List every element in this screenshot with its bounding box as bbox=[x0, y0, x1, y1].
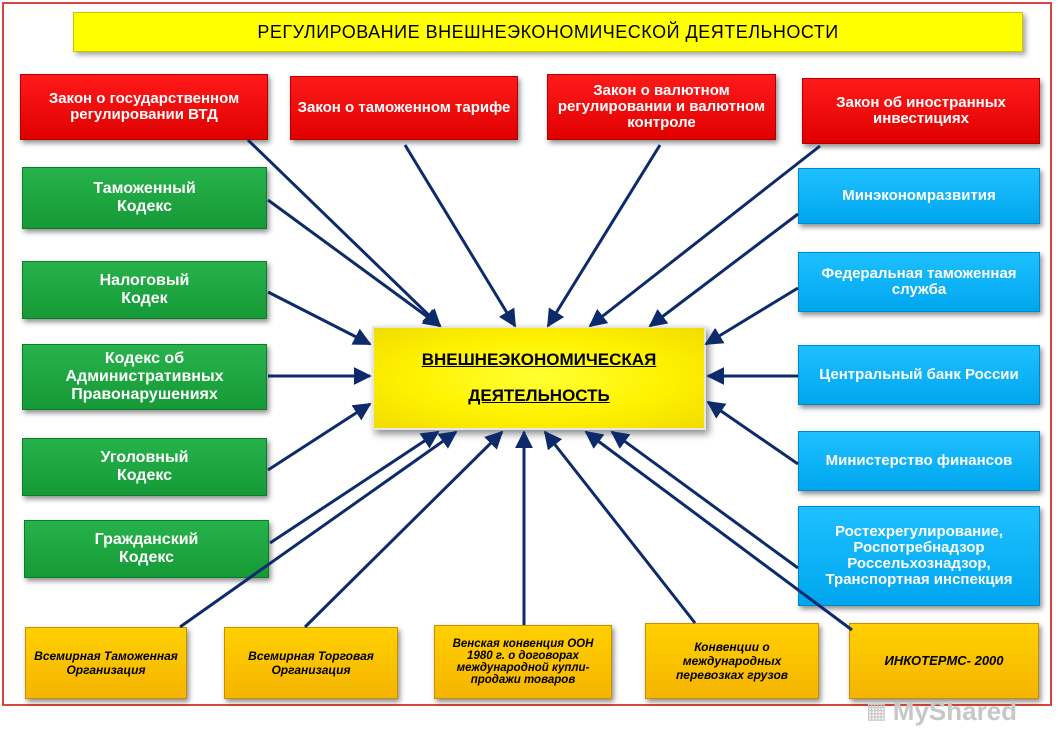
arrow-code-criminal bbox=[267, 402, 372, 472]
arrow-law-customs-tariff bbox=[403, 144, 517, 328]
arrow-intl-wto bbox=[303, 430, 504, 629]
intl-transport-conventions: Конвенции о международных перевозках гру… bbox=[645, 623, 819, 699]
watermark-text: MyShared bbox=[892, 695, 1018, 726]
intl-world-customs-organization: Всемирная Таможенная Организация bbox=[25, 627, 187, 699]
code-civil: Гражданский Кодекс bbox=[24, 520, 269, 578]
arrow-law-currency-regulation bbox=[546, 144, 662, 328]
law-currency-regulation: Закон о валютном регулировании и валютно… bbox=[547, 74, 776, 140]
diagram-frame bbox=[2, 2, 1052, 706]
arrow-law-foreign-investment bbox=[588, 144, 821, 328]
arrow-intl-wco bbox=[179, 430, 458, 629]
law-state-regulation: Закон о государственном регулировании ВТ… bbox=[20, 74, 268, 140]
agency-ministry-finance: Министерство финансов bbox=[798, 431, 1040, 491]
arrow-law-state-regulation bbox=[246, 138, 442, 328]
code-administrative: Кодекс об Административных Правонарушени… bbox=[22, 344, 267, 410]
law-customs-tariff: Закон о таможенном тарифе bbox=[290, 76, 518, 140]
arrow-agency-federal-customs-service bbox=[704, 286, 799, 346]
code-tax: Налоговый Кодек bbox=[22, 261, 267, 319]
central-node: ВНЕШНЕЭКОНОМИЧЕСКАЯ ДЕЯТЕЛЬНОСТЬ bbox=[372, 326, 706, 430]
arrow-agency-ministry-finance bbox=[706, 400, 799, 466]
intl-world-trade-organization: Всемирная Торговая Организация bbox=[224, 627, 398, 699]
diagram-title: РЕГУЛИРОВАНИЕ ВНЕШНЕЭКОНОМИЧЕСКОЙ ДЕЯТЕЛ… bbox=[73, 12, 1023, 52]
agency-inspection-services: Ростехрегулирование, Роспотребнадзор Рос… bbox=[798, 506, 1040, 606]
central-node-line2: ДЕЯТЕЛЬНОСТЬ bbox=[468, 386, 610, 405]
code-customs: Таможенный Кодекс bbox=[22, 167, 267, 229]
agency-federal-customs-service: Федеральная таможенная служба bbox=[798, 252, 1040, 312]
watermark: ▦ MyShared bbox=[866, 694, 1036, 728]
arrow-intl-incoterms bbox=[584, 430, 853, 632]
intl-incoterms: ИНКОТЕРМС- 2000 bbox=[849, 623, 1039, 699]
arrow-code-tax bbox=[267, 290, 372, 346]
arrow-agency-inspection-services bbox=[610, 430, 799, 570]
presentation-icon: ▦ bbox=[866, 698, 887, 723]
intl-vienna-convention: Венская конвенция ООН 1980 г. о договора… bbox=[434, 625, 612, 699]
law-foreign-investment: Закон об иностранных инвестициях bbox=[802, 78, 1040, 144]
central-node-line1: ВНЕШНЕЭКОНОМИЧЕСКАЯ bbox=[421, 350, 657, 369]
agency-central-bank: Центральный банк России bbox=[798, 345, 1040, 405]
agency-ministry-economic-development: Минэкономразвития bbox=[798, 168, 1040, 224]
arrow-intl-transport bbox=[543, 430, 697, 624]
arrow-code-civil bbox=[269, 430, 440, 545]
arrow-agency-ministry-economic-development bbox=[648, 212, 799, 328]
arrow-code-customs bbox=[267, 198, 442, 328]
code-criminal: Уголовный Кодекс bbox=[22, 438, 267, 496]
